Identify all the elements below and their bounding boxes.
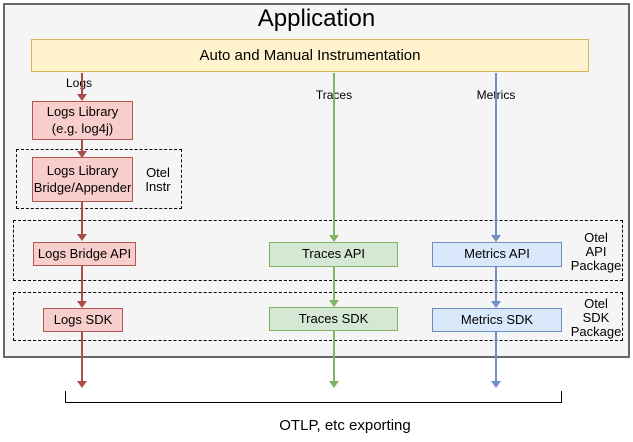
application-title: Application	[257, 5, 376, 32]
metrics-sdk-node: Metrics SDK	[432, 308, 562, 332]
traces-arrow-to-api	[328, 73, 340, 242]
logs-arrow-to-bridge	[76, 140, 88, 158]
traces-api-node: Traces API	[269, 242, 398, 267]
traces-sdk-node: Traces SDK	[269, 307, 398, 331]
logs-arrow-to-api	[76, 202, 88, 241]
metrics-arrow-to-export	[490, 332, 502, 388]
otel-sdk-package-group	[13, 292, 623, 341]
metrics-arrow-to-sdk	[490, 267, 502, 308]
logs-flow-label: Logs	[65, 76, 93, 90]
otel-sdk-package-label: Otel SDK Package	[570, 296, 622, 339]
logs-bridge-appender-node: Logs Library Bridge/Appender	[32, 157, 133, 202]
instrumentation-banner: Auto and Manual Instrumentation	[31, 39, 589, 72]
logs-library-node: Logs Library (e.g. log4j)	[32, 101, 133, 140]
export-bracket	[65, 391, 562, 403]
logs-arrow-to-library	[76, 73, 88, 101]
otel-instr-label: Otel Instr	[145, 165, 171, 194]
logs-bridge-api-node: Logs Bridge API	[33, 242, 136, 266]
otlp-exporting-label: OTLP, etc exporting	[279, 417, 411, 434]
traces-arrow-to-export	[328, 331, 340, 388]
traces-arrow-to-sdk	[328, 267, 340, 307]
otel-api-package-group	[13, 220, 623, 281]
metrics-api-node: Metrics API	[432, 242, 562, 267]
metrics-arrow-to-api	[490, 73, 502, 242]
logs-arrow-to-sdk	[76, 266, 88, 308]
otel-instr-group	[16, 149, 182, 209]
logs-sdk-node: Logs SDK	[43, 308, 123, 332]
logs-arrow-to-export	[76, 332, 88, 388]
otel-api-package-label: Otel API Package	[570, 230, 622, 273]
